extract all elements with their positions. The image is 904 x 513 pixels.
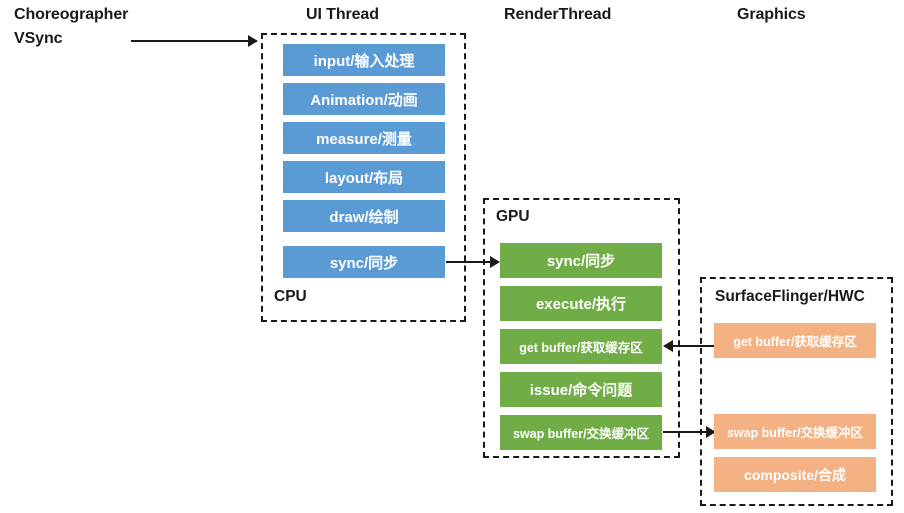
stage-layout[interactable]: layout/布局 (283, 161, 445, 193)
arrow-sf-buffer-to-gpu-line (673, 345, 714, 348)
stage-gpu-sync-label: sync/同步 (546, 253, 616, 270)
stage-input-label: input/输入处理 (313, 52, 415, 70)
stage-sf-composite[interactable]: composite/合成 (714, 457, 876, 492)
stage-draw[interactable]: draw/绘制 (283, 200, 445, 232)
stage-gpu-get-buffer-label: get buffer/获取缓存区 (519, 341, 643, 355)
arrow-ui-sync-to-gpu-sync-line (446, 261, 491, 264)
choreographer-label: Choreographer (14, 6, 129, 23)
stage-sf-get-buffer-label: get buffer/获取缓存区 (733, 335, 857, 349)
stage-gpu-issue-label: issue/命令问题 (529, 382, 633, 399)
stage-draw-label: draw/绘制 (329, 208, 399, 226)
stage-layout-label: layout/布局 (324, 169, 404, 187)
stage-gpu-swap-buffer[interactable]: swap buffer/交换缓冲区 (500, 415, 662, 450)
arrow-vsync-to-ui-line (131, 40, 249, 43)
cpu-group-label: CPU (274, 288, 307, 305)
column-header-ui-thread: UI Thread (306, 6, 379, 23)
stage-gpu-execute-label: execute/执行 (535, 296, 627, 313)
arrow-sf-buffer-to-gpu-head (663, 340, 673, 352)
gpu-group (483, 198, 680, 458)
stage-input[interactable]: input/输入处理 (283, 44, 445, 76)
arrow-gpu-swap-to-sf-swap-head (706, 426, 716, 438)
column-header-graphics: Graphics (737, 6, 806, 23)
stage-sf-swap-buffer[interactable]: swap buffer/交换缓冲区 (714, 414, 876, 449)
column-header-render-thread: RenderThread (504, 6, 612, 23)
surfaceflinger-group (700, 277, 893, 506)
stage-gpu-sync[interactable]: sync/同步 (500, 243, 662, 278)
stage-sf-swap-buffer-label: swap buffer/交换缓冲区 (726, 426, 864, 440)
vsync-label: VSync (14, 30, 63, 47)
stage-gpu-swap-buffer-label: swap buffer/交换缓冲区 (512, 427, 650, 441)
arrow-vsync-to-ui-head (248, 35, 258, 47)
arrow-gpu-swap-to-sf-swap-line (663, 431, 707, 434)
stage-gpu-execute[interactable]: execute/执行 (500, 286, 662, 321)
stage-animation[interactable]: Animation/动画 (283, 83, 445, 115)
cpu-group (261, 33, 466, 322)
gpu-group-label: GPU (496, 208, 530, 225)
stage-measure[interactable]: measure/测量 (283, 122, 445, 154)
stage-sync[interactable]: sync/同步 (283, 246, 445, 278)
stage-measure-label: measure/测量 (316, 130, 412, 148)
stage-gpu-issue[interactable]: issue/命令问题 (500, 372, 662, 407)
arrow-ui-sync-to-gpu-sync-head (490, 256, 500, 268)
stage-sf-composite-label: composite/合成 (744, 466, 846, 483)
stage-sync-label: sync/同步 (329, 254, 399, 272)
stage-sf-get-buffer[interactable]: get buffer/获取缓存区 (714, 323, 876, 358)
stage-gpu-get-buffer[interactable]: get buffer/获取缓存区 (500, 329, 662, 364)
surfaceflinger-group-label: SurfaceFlinger/HWC (715, 288, 865, 305)
stage-animation-label: Animation/动画 (310, 91, 418, 109)
